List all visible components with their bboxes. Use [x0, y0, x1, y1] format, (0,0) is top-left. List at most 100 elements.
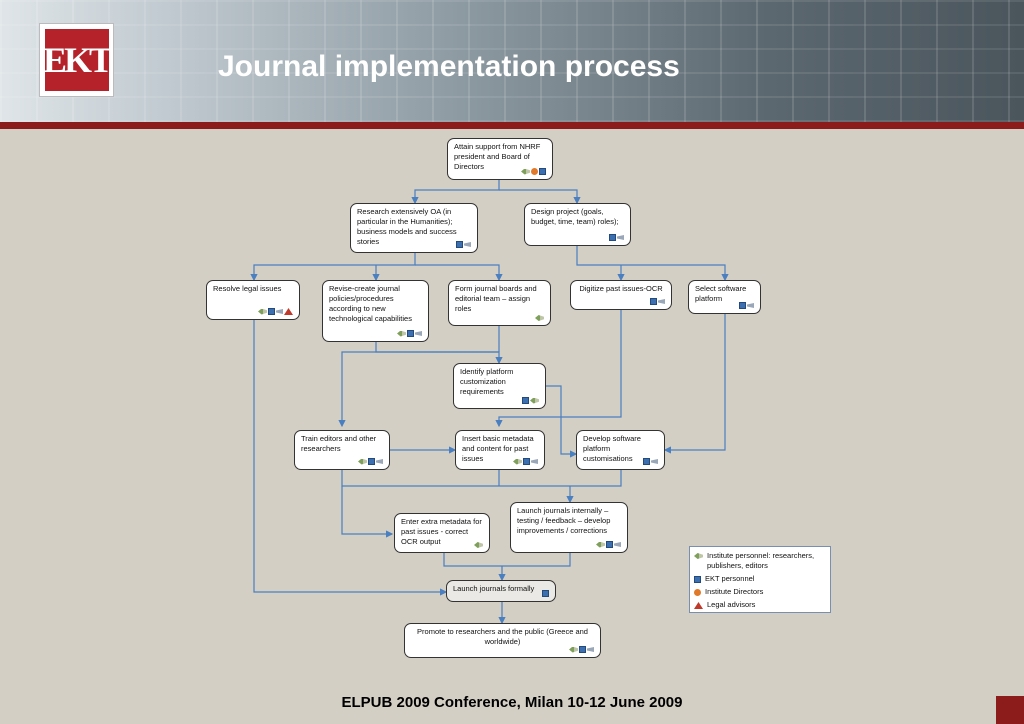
node-icons: [513, 458, 538, 465]
ekt-personnel-icon: [415, 331, 422, 336]
institute-personnel-icon: [397, 330, 406, 337]
ekt-personnel-icon: [747, 303, 754, 308]
legend-item-institute: Institute personnel: researchers, publis…: [694, 551, 826, 571]
ekt-personnel-icon: [650, 298, 657, 305]
node-train-editors-label: Train editors and other researchers: [301, 434, 377, 453]
ekt-personnel-icon: [368, 458, 375, 465]
institute-personnel-icon: [358, 458, 367, 465]
node-icons: [397, 330, 422, 337]
ekt-personnel-icon: [407, 330, 414, 337]
slide-header: [0, 0, 1024, 122]
ekt-personnel-icon: [456, 241, 463, 248]
ekt-personnel-icon: [739, 302, 746, 309]
ekt-personnel-icon: [531, 459, 538, 464]
ekt-personnel-icon: [542, 590, 549, 597]
node-resolve-legal-label: Resolve legal issues: [213, 284, 282, 293]
node-icons: [535, 315, 544, 321]
ekt-personnel-icon: [376, 459, 383, 464]
ekt-personnel-icon: [694, 576, 701, 583]
node-develop-customisations: Develop software platform customisations: [576, 430, 665, 470]
node-icons: [609, 234, 624, 241]
node-develop-customisations-label: Develop software platform customisations: [583, 434, 641, 463]
ekt-personnel-icon: [658, 299, 665, 304]
ekt-personnel-icon: [614, 542, 621, 547]
node-promote-label: Promote to researchers and the public (G…: [417, 627, 588, 646]
node-select-platform-label: Select software platform: [695, 284, 747, 303]
legal-advisors-icon: [694, 602, 703, 609]
legend-label-institute: Institute personnel: researchers, publis…: [707, 551, 815, 570]
node-icons: [456, 241, 471, 248]
ekt-personnel-icon: [276, 309, 283, 314]
ekt-personnel-icon: [268, 308, 275, 315]
node-digitize-issues: Digitize past issues-OCR: [570, 280, 672, 310]
legend: Institute personnel: researchers, publis…: [689, 546, 831, 613]
ekt-personnel-icon: [464, 242, 471, 247]
institute-directors-icon: [694, 589, 701, 596]
node-identify-requirements: Identify platform customization requirem…: [453, 363, 546, 409]
institute-personnel-icon: [569, 646, 578, 653]
institute-personnel-icon: [474, 542, 483, 548]
node-icons: [643, 458, 658, 465]
institute-personnel-icon: [521, 168, 530, 175]
footer-conference: ELPUB 2009 Conference, Milan 10-12 June …: [341, 694, 683, 711]
node-resolve-legal: Resolve legal issues: [206, 280, 300, 320]
node-insert-metadata: Insert basic metadata and content for pa…: [455, 430, 545, 470]
institute-directors-icon: [531, 168, 538, 175]
node-icons: [569, 646, 594, 653]
ekt-personnel-icon: [606, 541, 613, 548]
corner-accent: [996, 696, 1024, 724]
node-icons: [650, 298, 665, 305]
legend-label-legal: Legal advisors: [707, 600, 756, 609]
node-research-oa: Research extensively OA (in particular i…: [350, 203, 478, 253]
node-research-oa-label: Research extensively OA (in particular i…: [357, 207, 457, 246]
institute-personnel-icon: [596, 541, 605, 548]
node-select-platform: Select software platform: [688, 280, 761, 314]
ekt-personnel-icon: [579, 646, 586, 653]
node-promote: Promote to researchers and the public (G…: [404, 623, 601, 658]
institute-personnel-icon: [530, 397, 539, 404]
node-icons: [522, 397, 539, 404]
header-building-texture: [0, 0, 1024, 122]
node-launch-formally: Launch journals formally: [446, 580, 556, 602]
ekt-personnel-icon: [643, 458, 650, 465]
ekt-personnel-icon: [539, 168, 546, 175]
ekt-personnel-icon: [617, 235, 624, 240]
slide-title: Journal implementation process: [218, 50, 680, 83]
node-icons: [258, 308, 293, 315]
ekt-personnel-icon: [522, 397, 529, 404]
legend-label-directors: Institute Directors: [705, 587, 764, 596]
institute-personnel-icon: [513, 458, 522, 465]
institute-personnel-icon: [694, 553, 703, 559]
node-insert-metadata-label: Insert basic metadata and content for pa…: [462, 434, 534, 463]
node-train-editors: Train editors and other researchers: [294, 430, 390, 470]
node-attain-support: Attain support from NHRF president and B…: [447, 138, 553, 180]
node-icons: [739, 302, 754, 309]
node-revise-policies-label: Revise-create journal policies/procedure…: [329, 284, 412, 323]
node-icons: [596, 541, 621, 548]
ekt-logo: EKT: [39, 23, 114, 97]
node-digitize-issues-label: Digitize past issues-OCR: [579, 284, 663, 293]
node-enter-extra-metadata: Enter extra metadata for past issues - c…: [394, 513, 490, 553]
node-attain-support-label: Attain support from NHRF president and B…: [454, 142, 541, 171]
ekt-personnel-icon: [609, 234, 616, 241]
node-enter-extra-metadata-label: Enter extra metadata for past issues - c…: [401, 517, 482, 546]
node-design-project-label: Design project (goals, budget, time, tea…: [531, 207, 619, 226]
node-design-project: Design project (goals, budget, time, tea…: [524, 203, 631, 246]
node-launch-internally-label: Launch journals internally – testing / f…: [517, 506, 611, 535]
node-identify-requirements-label: Identify platform customization requirem…: [460, 367, 514, 396]
node-revise-policies: Revise-create journal policies/procedure…: [322, 280, 429, 342]
ekt-personnel-icon: [587, 647, 594, 652]
institute-personnel-icon: [535, 315, 544, 321]
node-icons: [358, 458, 383, 465]
node-form-boards: Form journal boards and editorial team –…: [448, 280, 551, 326]
institute-personnel-icon: [258, 308, 267, 315]
node-launch-formally-label: Launch journals formally: [453, 584, 535, 593]
legend-item-directors: Institute Directors: [694, 587, 826, 597]
node-launch-internally: Launch journals internally – testing / f…: [510, 502, 628, 553]
legal-advisors-icon: [284, 308, 293, 315]
legend-label-ekt: EKT personnel: [705, 574, 755, 583]
ekt-logo-text: EKT: [43, 29, 113, 91]
node-icons: [521, 168, 546, 175]
node-icons: [474, 542, 483, 548]
